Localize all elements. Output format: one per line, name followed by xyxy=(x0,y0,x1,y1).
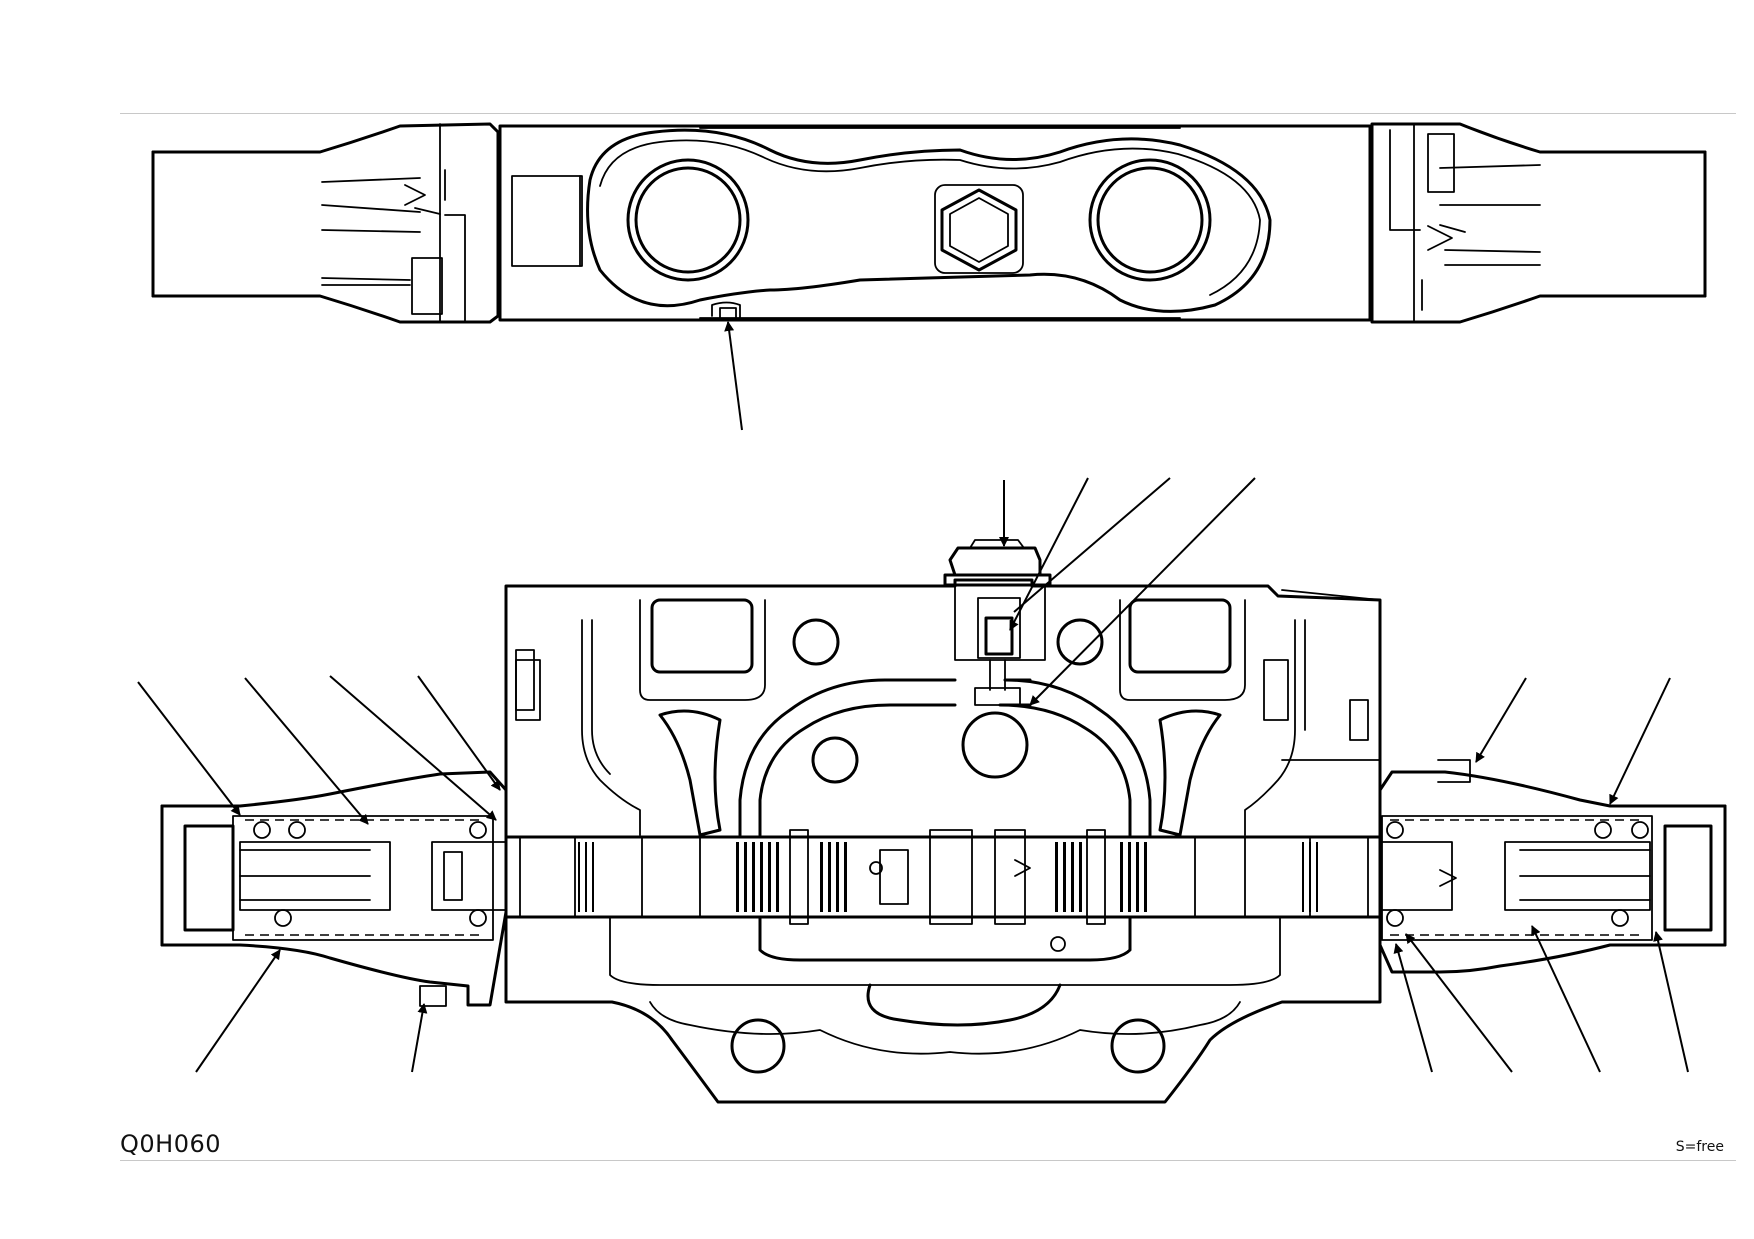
top-view xyxy=(151,122,1707,431)
internal-passages xyxy=(515,598,1306,1055)
section-valve-body xyxy=(504,578,1382,1104)
bottom-rule xyxy=(120,1160,1736,1161)
section-left-end-cap xyxy=(160,770,508,1007)
top-left-end-cap xyxy=(151,122,500,324)
drawing-code: Q0H060 xyxy=(120,1130,222,1158)
scale-note: S=free xyxy=(1675,1139,1724,1155)
leader-lines xyxy=(137,477,1689,1073)
top-rule xyxy=(120,113,1736,114)
top-valve-body xyxy=(498,124,1372,322)
spool-bore xyxy=(504,829,1382,925)
ports-holes xyxy=(515,618,1369,1074)
section-right-end-cap xyxy=(1378,759,1727,974)
section-view xyxy=(137,477,1727,1104)
leader-line xyxy=(724,321,743,431)
top-right-end-cap xyxy=(1370,122,1707,324)
relief-valve xyxy=(943,539,1052,706)
